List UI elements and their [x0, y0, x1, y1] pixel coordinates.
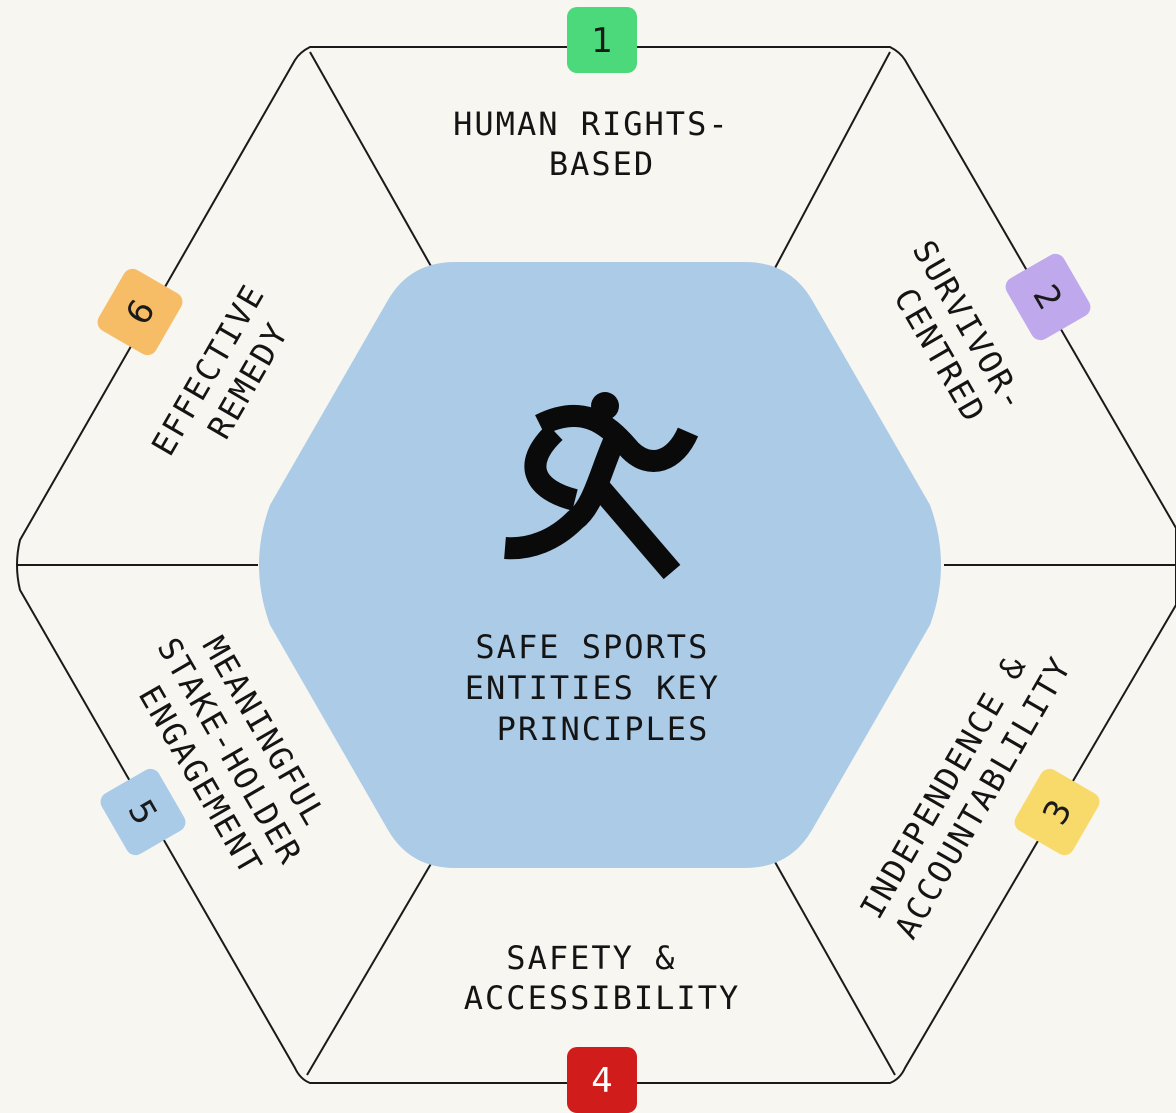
badge-shape: [1014, 768, 1100, 856]
badge-shape: [567, 1047, 637, 1113]
principle-4-badge: 4: [567, 1047, 637, 1113]
label-line: SAFETY &: [506, 939, 676, 977]
center-title-line: ENTITIES KEY: [465, 669, 720, 707]
label-line: HUMAN RIGHTS-: [453, 105, 729, 143]
center-title-line: PRINCIPLES: [497, 710, 710, 748]
badge-shape: [100, 768, 186, 856]
badge-shape: [1005, 253, 1091, 341]
label-line: BASED: [549, 145, 655, 183]
divider-top-right: [774, 51, 891, 269]
center-title: SAFE SPORTS ENTITIES KEY PRINCIPLES: [465, 628, 741, 748]
principle-2: SURVIVOR- CENTRED 2: [870, 234, 1091, 457]
center-title-line: SAFE SPORTS: [475, 628, 709, 666]
label-line: ACCESSIBILITY: [464, 979, 740, 1017]
badge-number: 1: [591, 21, 613, 61]
principle-1: HUMAN RIGHTS- BASED 1: [453, 7, 751, 183]
badge-shape: [97, 268, 183, 356]
divider-top-left: [309, 51, 433, 269]
running-person-icon: [504, 392, 699, 580]
badge-number: 4: [591, 1061, 613, 1101]
principle-2-label: SURVIVOR- CENTRED: [870, 234, 1044, 457]
principle-6-badge: 6: [97, 268, 183, 356]
segment-dividers: [16, 51, 1176, 1076]
principle-4: SAFETY & ACCESSIBILITY 4: [464, 939, 740, 1113]
divider-bottom-right: [774, 861, 896, 1076]
principle-3-badge: 3: [1014, 768, 1100, 856]
principle-4-label: SAFETY & ACCESSIBILITY: [464, 939, 740, 1017]
center-hexagon: [259, 262, 941, 868]
principle-6: EFFECTIVE REMEDY 6: [97, 268, 297, 462]
badge-shape: [567, 7, 637, 73]
principle-1-badge: 1: [567, 7, 637, 73]
principle-1-label: HUMAN RIGHTS- BASED: [453, 105, 751, 183]
outer-hexagon: [16, 46, 1176, 1084]
principle-5-badge: 5: [100, 768, 186, 856]
principle-2-badge: 2: [1005, 253, 1091, 341]
divider-bottom-left: [306, 861, 433, 1076]
